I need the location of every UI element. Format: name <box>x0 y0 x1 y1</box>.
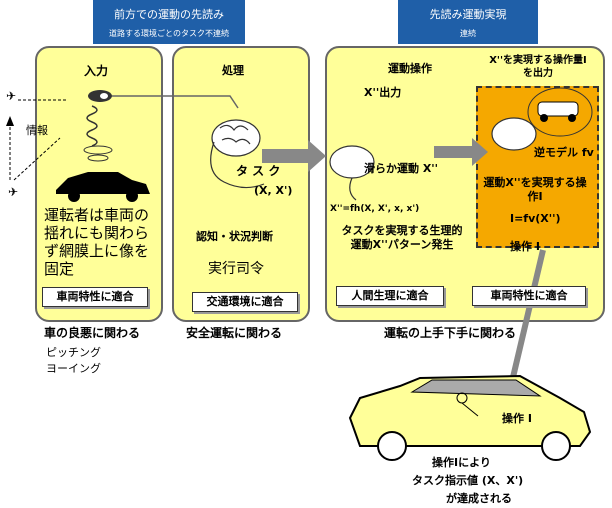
arrow-op-to-inverse <box>434 146 474 158</box>
input-tag: 車両特性に適合 <box>42 287 148 307</box>
header-right-subtitle: 連続 <box>460 29 476 38</box>
caption-vehicle: 車の良悪に関わる <box>44 326 141 340</box>
sensor-icon <box>83 145 113 155</box>
steering-circle <box>527 87 593 137</box>
plane-icon: ✈ <box>6 89 16 103</box>
command-text: 実行司令 <box>208 261 264 277</box>
formula-text: X''=fh(X, X', x, x') <box>330 204 420 214</box>
signal-line <box>112 95 239 109</box>
result-line-1: 操作Iにより <box>432 456 491 469</box>
header-left: 前方での運動の先読み 道路する環境ごとのタスク不連続 <box>93 0 245 44</box>
op-formula: I=fv(X'') <box>510 212 561 225</box>
judgement-text: 認知・状況判断 <box>196 230 273 243</box>
steering-car-icon <box>537 101 579 117</box>
task-label: タ ス ク <box>236 164 281 178</box>
smooth-motion-text: 滑らか運動 X'' <box>364 162 439 175</box>
header-right: 先読み運動実現 連続 <box>398 0 538 44</box>
svg-text:✈: ✈ <box>8 185 18 199</box>
input-title: 入力 <box>84 64 109 78</box>
vehicle-characteristic-tag: 車両特性に適合 <box>472 286 586 306</box>
output-label: X''出力 <box>364 86 402 99</box>
input-description: 運転者は車両の揺れにも関わらず網膜上に像を固定 <box>44 206 150 278</box>
human-physiology-tag: 人間生理に適合 <box>336 286 444 306</box>
result-line-3: が達成される <box>446 492 512 505</box>
header-left-title: 前方での運動の先読み <box>114 8 224 21</box>
vehicle-window <box>410 379 542 397</box>
header-left-subtitle: 道路する環境ごとのタスク不連続 <box>109 29 229 38</box>
process-title: 処理 <box>222 64 244 77</box>
caption-safety: 安全運転に関わる <box>186 326 283 340</box>
car-icon <box>56 172 150 194</box>
operation-title: 運動操作 <box>388 62 432 75</box>
inverse-header: X''を実現する操作量Iを出力 <box>489 55 587 79</box>
wheel-rear <box>541 431 571 461</box>
process-panel <box>172 46 310 322</box>
car-op-label: 操作 I <box>502 412 532 425</box>
brain-icon-inverse <box>491 117 537 151</box>
result-line-2: タスク指示値 (X、X') <box>412 474 524 487</box>
inverse-model-box <box>476 86 599 248</box>
arrow-process-to-op <box>262 149 310 163</box>
brain-icon-process <box>211 119 261 157</box>
op-text: 運動X''を実現する操作I <box>483 176 587 203</box>
info-label: 情報 <box>26 124 48 137</box>
wheel-front <box>377 431 407 461</box>
spring-icon <box>86 105 98 147</box>
up-arrow-icon <box>6 116 14 126</box>
caption-pitching: ピッチング <box>46 346 101 359</box>
inverse-model-label: 逆モデル fv <box>534 146 594 159</box>
header-right-title: 先読み運動実現 <box>429 8 507 21</box>
task-values: (X, X') <box>254 184 293 197</box>
process-tag: 交通環境に適合 <box>192 292 298 312</box>
caption-skill: 運転の上手下手に関わる <box>384 326 517 340</box>
pattern-text: タスクを実現する生理的運動X''パターン発生 <box>341 224 463 251</box>
op-label: 操作 I <box>510 240 540 253</box>
caption-yawing: ヨーイング <box>46 362 101 375</box>
